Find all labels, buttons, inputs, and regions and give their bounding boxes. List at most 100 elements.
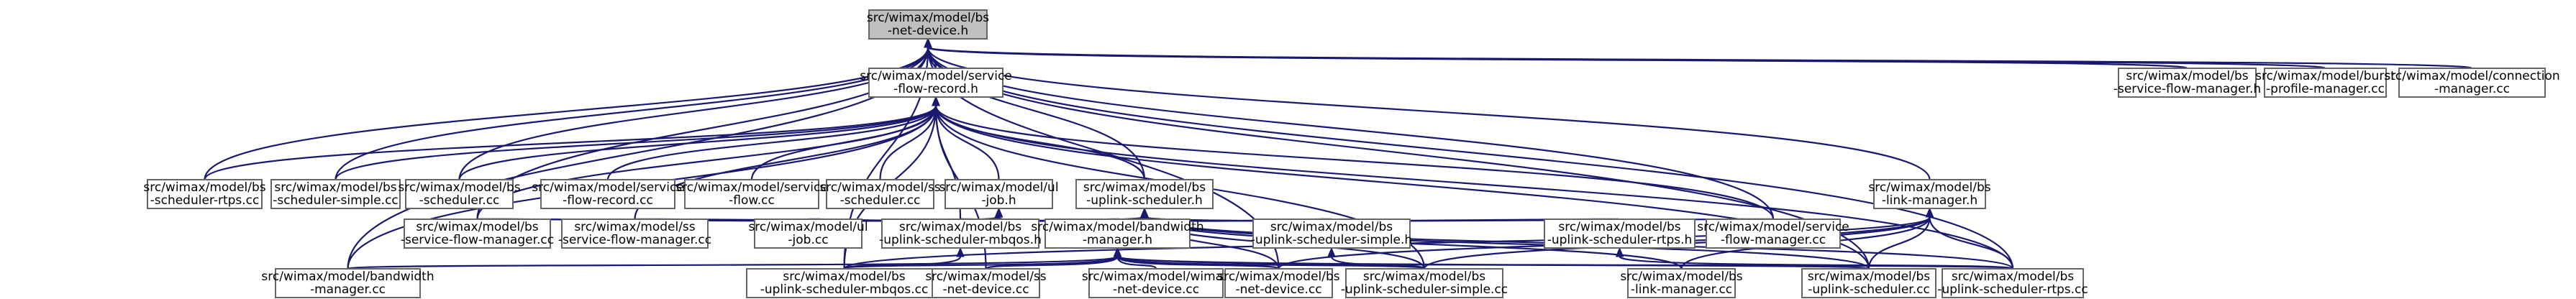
node-label-line: src/wimax/model/bs: [899, 220, 1021, 234]
node-connmgr-cc[interactable]: src/wimax/model/connection-manager.cc: [2384, 68, 2560, 98]
arrowhead-icon: [1140, 207, 1149, 218]
node-label-line: src/wimax/model/bs: [1808, 270, 1930, 284]
node-label-line: src/wimax/model/ul: [939, 180, 1058, 195]
node-label-line: -manager.cc: [2434, 82, 2510, 96]
node-sfrecord-h[interactable]: src/wimax/model/service-flow-record.h: [860, 68, 1012, 98]
edge-line: [934, 105, 1000, 180]
edge-line: [934, 105, 1775, 220]
node-label-line: src/wimax/model/bs: [398, 180, 520, 195]
node-label-line: -manager.cc: [310, 282, 386, 297]
node-layer: src/wimax/model/bs-net-device.hsrc/wimax…: [143, 9, 2560, 298]
edge-line: [458, 47, 929, 180]
node-box: [540, 179, 675, 209]
node-box: [1044, 218, 1191, 249]
node-label-line: -net-device.h: [888, 24, 968, 38]
node-label-line: src/wimax/model/bs: [1558, 220, 1680, 234]
node-ssnet-cc[interactable]: src/wimax/model/ss-net-device.cc: [925, 268, 1047, 298]
edge-sfmanager_h-to-netdevice_h: [924, 37, 2188, 70]
node-label-line: -profile-manager.cc: [2266, 82, 2385, 96]
node-label-line: src/wimax/model/bs: [1868, 180, 1990, 195]
node-box: [1706, 218, 1841, 249]
node-label-line: -scheduler.cc: [419, 193, 500, 208]
edge-layer: [204, 37, 2473, 270]
node-uljob-cc[interactable]: src/wimax/model/ul-job.cc: [748, 218, 868, 249]
node-ulsimple-h[interactable]: src/wimax/model/bs-uplink-scheduler-simp…: [1251, 218, 1412, 249]
arrowhead-icon: [1615, 247, 1624, 257]
node-label-line: -service-flow-manager.cc: [401, 233, 554, 247]
node-box: [270, 179, 401, 209]
edge-line: [1116, 255, 2014, 270]
node-ulsched-cc[interactable]: src/wimax/model/bs-uplink-scheduler.cc: [1801, 268, 1936, 298]
node-sched-cc[interactable]: src/wimax/model/bs-scheduler.cc: [398, 179, 521, 209]
node-box: [868, 68, 1003, 98]
edge-line: [1330, 256, 1426, 270]
edge-ulrtps_cc-to-linkmgr_h: [1925, 207, 2014, 270]
node-label-line: -uplink-scheduler.h: [1086, 193, 1203, 208]
arrowhead-icon: [1925, 207, 1934, 218]
arrowhead-icon: [924, 37, 932, 48]
edge-line: [843, 255, 1119, 270]
node-box: [405, 179, 514, 209]
node-label-line: -scheduler-rtps.cc: [150, 193, 260, 208]
node-bwmgr-cc[interactable]: src/wimax/model/bandwidth-manager.cc: [261, 268, 434, 298]
node-schedsimple-cc[interactable]: src/wimax/model/bs-scheduler-simple.cc: [270, 179, 401, 209]
node-label-line: -uplink-scheduler-mbqos.cc: [760, 282, 929, 297]
node-sflow-cc[interactable]: src/wimax/model/service-flow.cc: [675, 179, 828, 209]
node-box: [684, 179, 819, 209]
node-uplinksched-h[interactable]: src/wimax/model/bs-uplink-scheduler.h: [1075, 179, 1214, 209]
edge-line: [927, 46, 2326, 70]
node-label-line: -flow-record.h: [893, 82, 978, 96]
node-ssched-cc[interactable]: src/wimax/model/ss-scheduler.cc: [819, 179, 941, 209]
node-label-line: -uplink-scheduler-mbqos.h: [879, 233, 1042, 247]
node-ulrtps-h[interactable]: src/wimax/model/bs-uplink-scheduler-rtps…: [1544, 218, 1696, 249]
node-label-line: src/wimax/model/service: [1697, 220, 1849, 234]
edge-line: [1116, 255, 1426, 270]
node-sfmanager-h[interactable]: src/wimax/model/bs-service-flow-manager.…: [2113, 68, 2261, 98]
node-mbqos-cc[interactable]: src/wimax/model/bs-uplink-scheduler-mbqo…: [746, 268, 942, 298]
node-uljob-h[interactable]: src/wimax/model/ul-job.h: [939, 179, 1059, 209]
node-label-line: src/wimax/model/ul: [748, 220, 868, 234]
node-label-line: -link-manager.cc: [1631, 282, 1732, 297]
node-box: [1345, 268, 1503, 298]
node-linkmgr-h[interactable]: src/wimax/model/bs-link-manager.h: [1868, 179, 1991, 209]
node-box: [561, 218, 709, 249]
node-sfmgr-cc[interactable]: src/wimax/model/service-flow-manager.cc: [1697, 218, 1849, 249]
node-label-line: src/wimax/model/bs: [416, 220, 538, 234]
node-label-line: -link-manager.h: [1882, 193, 1977, 208]
node-netdevice-h[interactable]: src/wimax/model/bs-net-device.h: [867, 9, 989, 40]
node-label-line: src/wimax/model/bandwidth: [1031, 220, 1203, 234]
node-mbqos-h[interactable]: src/wimax/model/bs-uplink-scheduler-mbqo…: [879, 218, 1042, 249]
node-box: [1544, 218, 1696, 249]
node-bsnet-cc[interactable]: src/wimax/model/bs-net-device.cc: [1217, 268, 1340, 298]
node-bwmgr-h[interactable]: src/wimax/model/bandwidth-manager.h: [1031, 218, 1204, 249]
node-box: [147, 179, 263, 209]
node-label-line: -service-flow-manager.cc: [558, 233, 711, 247]
node-box: [932, 268, 1040, 298]
node-wimaxnet-cc[interactable]: src/wimax/model/wimax-net-device.cc: [1082, 268, 1230, 298]
node-box: [1252, 218, 1411, 249]
edge-line: [934, 105, 2014, 270]
node-label-line: src/wimax/model/bs: [783, 270, 905, 284]
node-label-line: src/wimax/model/burst: [2255, 69, 2395, 83]
node-sssfm-cc[interactable]: src/wimax/model/ss-service-flow-manager.…: [558, 218, 711, 249]
node-linkmgr-cc[interactable]: src/wimax/model/bs-link-manager.cc: [1620, 268, 1743, 298]
node-box: [1942, 268, 2084, 298]
node-label-line: src/wimax/model/bandwidth: [261, 270, 434, 284]
edge-sfmgr_cc-to-sfrecord_h: [932, 96, 1775, 220]
node-ulrtps-cc[interactable]: src/wimax/model/bs-uplink-scheduler-rtps…: [1937, 268, 2088, 298]
edge-line: [1867, 216, 1931, 270]
node-label-line: -flow-manager.cc: [1721, 233, 1826, 247]
node-box: [1088, 268, 1224, 298]
edge-ulsched_cc-to-linkmgr_h: [1867, 207, 1934, 270]
node-label-line: src/wimax/model/ss: [574, 220, 695, 234]
node-bssfm-cc[interactable]: src/wimax/model/bs-service-flow-manager.…: [401, 218, 554, 249]
arrowhead-icon: [994, 207, 1003, 218]
node-box: [881, 218, 1039, 249]
arrowhead-icon: [1113, 247, 1122, 257]
node-burst-cc[interactable]: src/wimax/model/burst-profile-manager.cc: [2255, 68, 2395, 98]
node-sfrecord-cc[interactable]: src/wimax/model/service-flow-record.cc: [532, 179, 684, 209]
node-label-line: -scheduler.cc: [840, 193, 921, 208]
node-schedrtps-cc[interactable]: src/wimax/model/bs-scheduler-rtps.cc: [143, 179, 266, 209]
edge-line: [879, 105, 937, 180]
node-ulsimple-cc[interactable]: src/wimax/model/bs-uplink-scheduler-simp…: [1341, 268, 1508, 298]
